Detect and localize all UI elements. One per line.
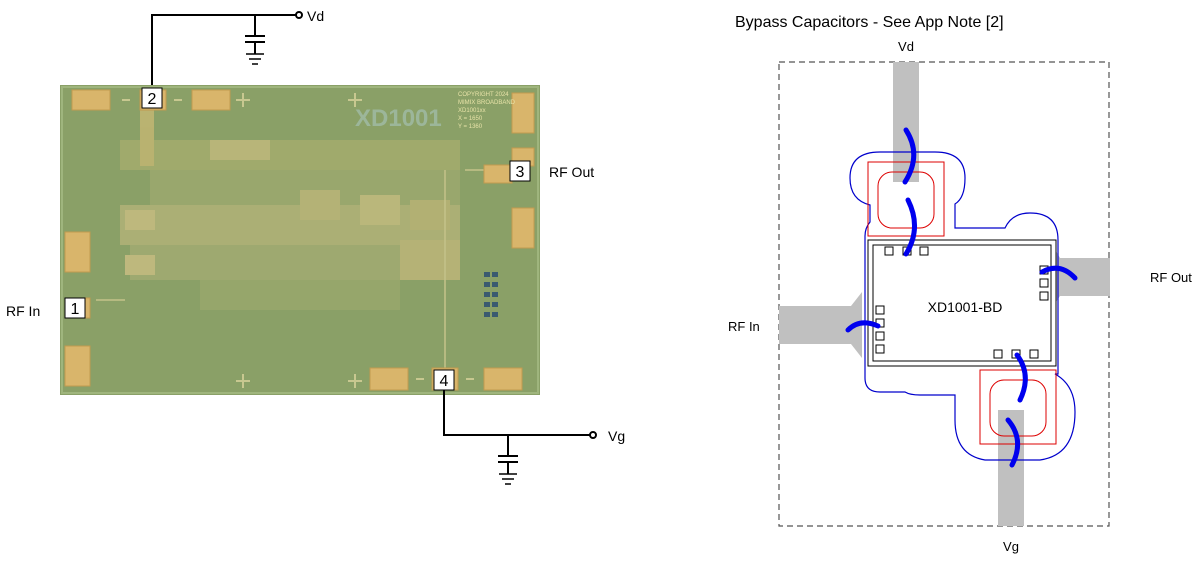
vd-terminal-label: Vd xyxy=(307,8,324,24)
vd-bypass-capacitor-symbol xyxy=(245,15,265,65)
svg-text:X = 1650: X = 1650 xyxy=(458,116,483,122)
vg-terminal xyxy=(589,431,597,439)
bonding-diagram: Bypass Capacitors - See App Note [2] xyxy=(728,14,1192,554)
vg-bypass-capacitor-symbol xyxy=(498,435,518,485)
pin-2-number: 2 xyxy=(148,91,157,108)
pin-4-number: 4 xyxy=(440,373,449,390)
rf-in-edge-label: RF In xyxy=(728,319,760,334)
die-marking: XD1001 xyxy=(355,105,442,132)
svg-text:Y = 1360: Y = 1360 xyxy=(458,124,483,130)
rf-out-label: RF Out xyxy=(549,164,594,180)
chip-label: XD1001-BD xyxy=(928,299,1003,315)
pin-1-number: 1 xyxy=(71,301,80,318)
vd-label: Vd xyxy=(898,39,914,54)
svg-text:COPYRIGHT 2024: COPYRIGHT 2024 xyxy=(458,92,509,98)
die-photo-diagram: Vd xyxy=(6,8,625,485)
carrier-pad-outline xyxy=(849,151,1076,461)
vg-label: Vg xyxy=(1003,539,1019,554)
vd-bypass-capacitor xyxy=(867,161,945,237)
xd1001-chip: XD1001-BD xyxy=(867,239,1057,367)
die-test-structure xyxy=(484,272,498,317)
pin-3-box: 3 xyxy=(509,160,531,182)
vg-bias-line xyxy=(443,390,590,436)
pin-1-box: 1 xyxy=(64,297,86,319)
vd-terminal xyxy=(295,11,303,19)
svg-text:XD1001xx: XD1001xx xyxy=(458,108,486,114)
pin-2-box: 2 xyxy=(141,87,163,109)
die-circuitry xyxy=(120,108,460,310)
rf-out-edge-label: RF Out xyxy=(1150,270,1192,285)
bypass-capacitors-title: Bypass Capacitors - See App Note [2] xyxy=(735,14,1004,31)
bond-wires xyxy=(845,127,1078,468)
vg-terminal-label: Vg xyxy=(608,428,625,444)
pin-4-box: 4 xyxy=(433,369,455,391)
die-copyright-block: COPYRIGHT 2024 MIMIX BROADBAND XD1001xx … xyxy=(458,92,516,130)
rf-in-label: RF In xyxy=(6,303,40,319)
vd-bias-line xyxy=(151,14,297,88)
pin-3-number: 3 xyxy=(516,164,525,181)
svg-text:MIMIX BROADBAND: MIMIX BROADBAND xyxy=(458,100,516,106)
chip-bond-pads xyxy=(875,246,1049,359)
die-alignment-marks xyxy=(122,93,474,388)
